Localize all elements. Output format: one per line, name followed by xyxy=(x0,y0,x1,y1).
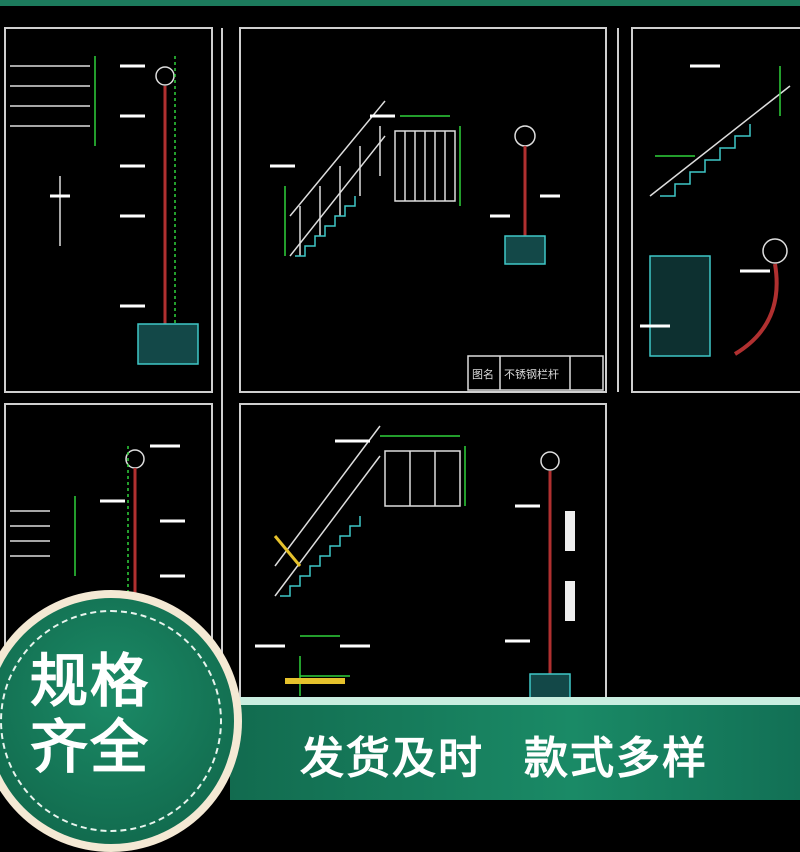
drawing-panel-1 xyxy=(4,27,213,393)
title-block-label: 图名 xyxy=(472,367,494,381)
drawing-panel-3 xyxy=(631,27,800,393)
banner-text: 发货及时款式多样 xyxy=(300,722,748,786)
drawing-panel-2 xyxy=(239,27,607,393)
promo-banner xyxy=(230,705,800,800)
badge-line-1: 规格 xyxy=(30,647,151,715)
banner-text-styles: 款式多样 xyxy=(524,733,708,784)
banner-text-shipping: 发货及时 xyxy=(300,733,484,784)
top-border xyxy=(0,0,800,6)
title-block-name: 不锈钢栏杆 xyxy=(504,367,559,381)
banner-strip xyxy=(230,697,800,705)
badge-text: 规格 齐全 xyxy=(30,648,150,780)
badge-line-2: 齐全 xyxy=(30,713,151,781)
